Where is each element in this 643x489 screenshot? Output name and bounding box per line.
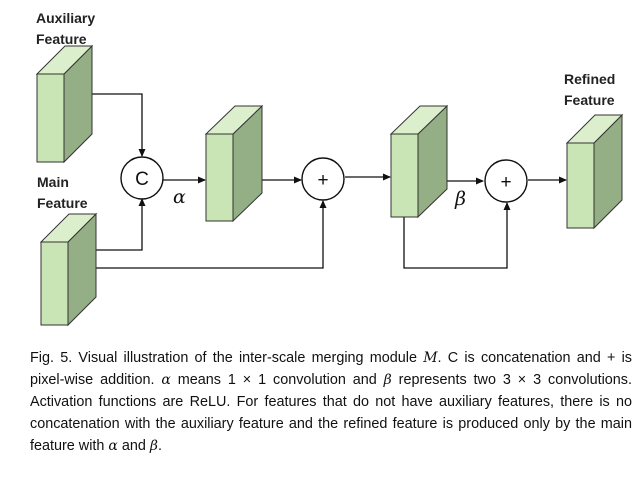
refined-feature-label-line1: Refined (564, 71, 615, 87)
main-skip-to-add-arrow (96, 200, 327, 269)
concatenation-node: C (120, 156, 164, 200)
addition-node: + (301, 157, 345, 201)
add-symbol: + (317, 170, 328, 191)
auxiliary-feature-block (35, 44, 94, 164)
figure-caption: Fig. 5. Visual illustration of the inter… (30, 350, 632, 454)
main-feature-block (39, 212, 98, 327)
main-to-concat-arrow (96, 198, 146, 251)
concat-symbol: C (135, 169, 149, 190)
addition-node-2: + (484, 159, 528, 203)
refined-feature-block (565, 113, 624, 230)
auxiliary-feature-label-line2: Feature (36, 31, 87, 47)
skip-to-add2-arrow (403, 202, 511, 269)
addition-output-block (389, 104, 449, 219)
main-feature-label-line1: Main (37, 174, 69, 190)
merging-module-diagram: Auxiliary Feature Main Feature Refined F… (35, 10, 624, 327)
auxiliary-feature-label-line1: Auxiliary (36, 10, 95, 26)
auxiliary-to-concat-arrow (92, 93, 146, 157)
refined-feature-label-line2: Feature (564, 92, 615, 108)
main-feature-label-line2: Feature (37, 195, 88, 211)
module-symbol: M (423, 350, 438, 366)
concat-output-block (204, 104, 264, 223)
alpha-label: α (173, 186, 186, 208)
add-symbol-2: + (500, 172, 511, 193)
beta-label: β (454, 188, 466, 210)
